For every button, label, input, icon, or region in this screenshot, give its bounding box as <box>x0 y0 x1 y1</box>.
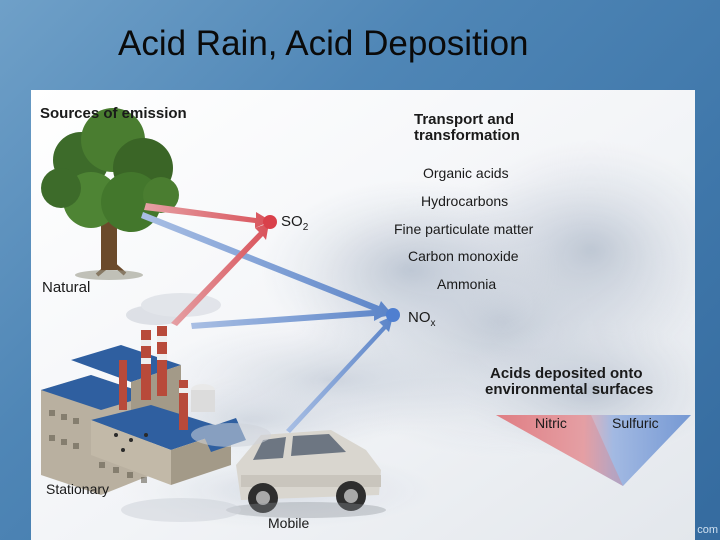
nox-dot <box>386 308 400 322</box>
pollutant-item: Hydrocarbons <box>421 193 509 209</box>
arrow-natural-nox <box>141 212 393 318</box>
deposited-heading-line1: Acids deposited onto <box>490 365 643 382</box>
acid-label-sulfuric: Sulfuric <box>612 415 659 431</box>
pollutant-item: Organic acids <box>423 165 509 181</box>
arrow-natural-so2 <box>144 203 271 228</box>
arrow-stationary-nox <box>191 304 391 329</box>
source-label-stationary: Stationary <box>46 481 110 497</box>
transport-heading-line2: transformation <box>414 127 520 144</box>
so2-label: SO2 <box>281 213 308 233</box>
so2-dot <box>263 215 277 229</box>
arrow-mobile-nox <box>286 316 393 433</box>
watermark-text: com <box>697 524 718 536</box>
suv-illustration <box>226 430 386 518</box>
diagram-graphics <box>31 90 695 540</box>
slide-title: Acid Rain, Acid Deposition <box>118 24 529 63</box>
pollutant-item: Fine particulate matter <box>394 221 534 237</box>
transport-heading-line1: Transport and <box>414 111 515 128</box>
nox-label-base: NO <box>408 309 431 326</box>
arrow-stationary-so2 <box>171 223 269 326</box>
source-label-mobile: Mobile <box>268 515 310 531</box>
source-label-natural: Natural <box>42 279 91 296</box>
deposition-wedge <box>496 415 691 486</box>
pollutant-item: Ammonia <box>437 276 497 292</box>
so2-label-base: SO <box>281 213 303 230</box>
emission-arrows <box>141 203 393 433</box>
deposited-heading-line2: environmental surfaces <box>485 381 654 398</box>
pollutant-item: Carbon monoxide <box>408 248 519 264</box>
nox-label-subscript: x <box>430 318 436 329</box>
acid-label-nitric: Nitric <box>535 415 567 431</box>
smoke-plumes <box>121 293 271 522</box>
sources-heading: Sources of emission <box>40 105 187 122</box>
tree-illustration <box>41 108 179 280</box>
so2-label-subscript: 2 <box>302 222 309 233</box>
nox-label: NOx <box>408 309 436 329</box>
acid-deposition-diagram: Sources of emission Natural Stationary M… <box>31 90 695 540</box>
